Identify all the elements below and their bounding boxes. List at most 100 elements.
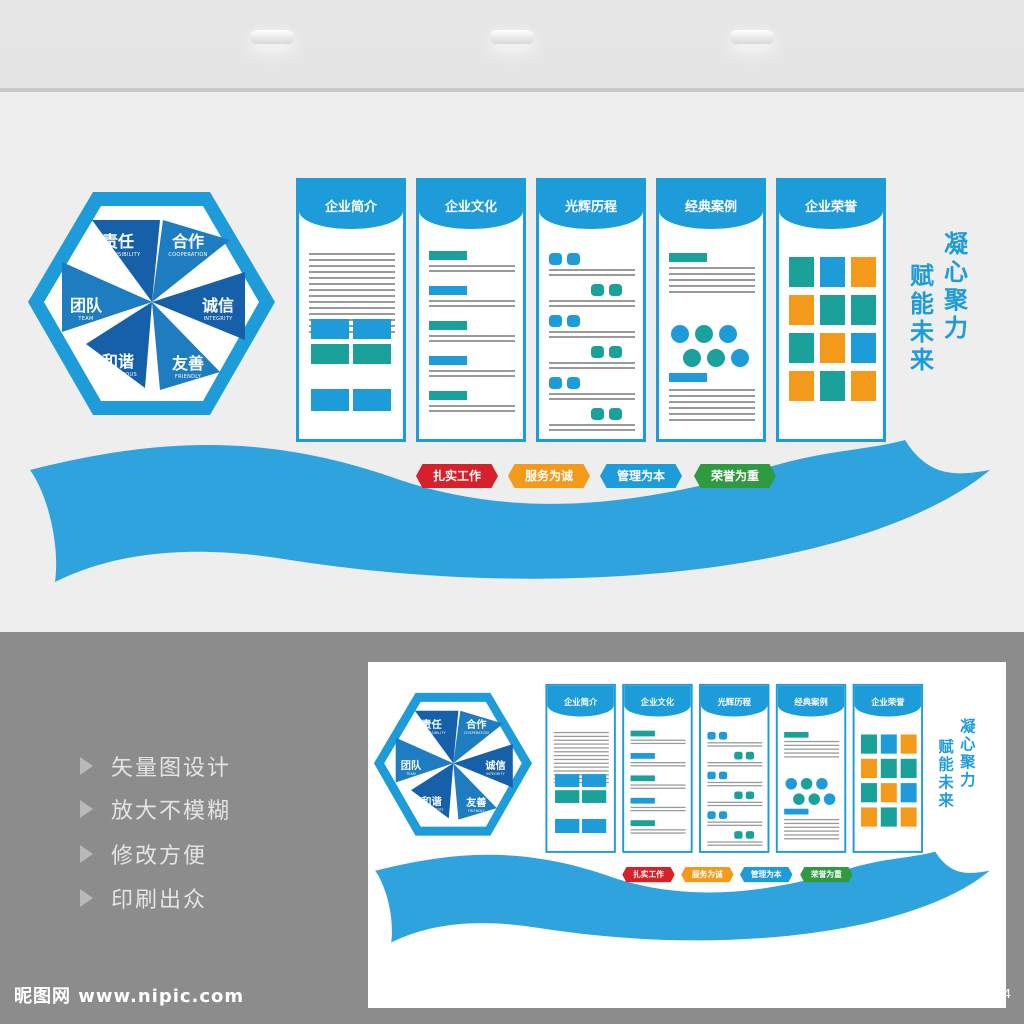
panel-title: 企业简介: [324, 200, 377, 215]
text-line: [553, 743, 609, 745]
text-line: [549, 269, 635, 271]
hex-dot: [549, 253, 562, 265]
value-tag: 扎实工作: [622, 866, 675, 883]
honor-tile: [900, 758, 917, 778]
text-line: [429, 375, 515, 377]
panel-title: 企业简介: [563, 698, 598, 708]
text-line: [707, 821, 763, 823]
highlight-bar: [669, 253, 707, 262]
text-line: [553, 781, 609, 783]
panel-header: 企业简介: [299, 181, 403, 229]
info-panel: 经典案例: [656, 178, 766, 442]
panel-header: 企业文化: [624, 685, 691, 717]
feature-label: 矢量图设计: [111, 756, 232, 781]
text-line: [549, 336, 635, 338]
highlight-bar: [630, 730, 655, 737]
case-circle: [695, 325, 713, 343]
value-cn: 合作: [171, 232, 204, 251]
hex-dot: [591, 346, 604, 358]
text-line: [784, 822, 840, 824]
value-tag: 服务为诚: [508, 464, 590, 488]
feature-item: 放大不模糊: [80, 791, 231, 827]
honor-tile: [820, 295, 845, 325]
hex-petal: [453, 763, 497, 820]
text-line: [429, 405, 515, 407]
play-triangle-icon: [80, 845, 93, 863]
honor-tile: [820, 333, 845, 363]
honor-tile: [860, 783, 877, 803]
text-line: [630, 742, 686, 744]
text-line: [707, 785, 763, 786]
value-cn: 团队: [69, 296, 102, 315]
honor-tile: [851, 333, 876, 363]
text-line: [309, 319, 395, 321]
text-line: [707, 762, 763, 763]
text-line: [669, 407, 755, 409]
panel-title: 经典案例: [794, 698, 828, 708]
hex-petal: [411, 763, 454, 819]
text-line: [429, 410, 515, 412]
hex-dot: [609, 408, 622, 420]
text-line: [784, 838, 840, 840]
panel-title: 企业荣誉: [871, 698, 905, 708]
highlight-bar: [784, 808, 809, 815]
play-triangle-icon: [80, 757, 93, 775]
text-line: [309, 277, 395, 279]
text-line: [553, 747, 609, 749]
case-circle: [671, 325, 689, 343]
text-line: [630, 832, 686, 834]
hex-dot: [745, 831, 755, 839]
case-circle: [683, 349, 701, 367]
value-cn: 合作: [466, 718, 487, 731]
text-line: [309, 259, 395, 261]
info-panel: 企业文化: [416, 178, 526, 442]
panel-title: 光辉历程: [564, 200, 617, 215]
panel-title: 企业文化: [640, 698, 675, 708]
value-tag: 管理为本: [740, 866, 793, 883]
text-line: [707, 824, 763, 826]
slogan-line-1: 凝心聚力: [960, 717, 976, 789]
text-line: [553, 762, 609, 764]
hex-petal: [152, 220, 230, 302]
text-line: [549, 362, 635, 364]
case-circle: [707, 349, 725, 367]
text-line: [309, 307, 395, 309]
text-line: [553, 774, 609, 776]
photo-block: [353, 389, 391, 411]
hex-dot: [567, 377, 580, 389]
text-line: [784, 834, 840, 836]
hex-dot: [567, 253, 580, 265]
site-watermark: 昵图网 www.nipic.com: [14, 986, 245, 1007]
text-line: [669, 413, 755, 415]
slogan-line-2: 赋能未来: [910, 262, 934, 374]
info-panel: 光辉历程: [699, 683, 770, 853]
text-line: [309, 301, 395, 303]
highlight-bar: [630, 775, 655, 782]
panel-header: 光辉历程: [700, 685, 768, 717]
honor-tile: [820, 371, 845, 401]
photo-block: [311, 319, 349, 339]
value-en: COOPERATION: [463, 731, 489, 736]
text-line: [707, 742, 763, 744]
info-panel: 经典案例: [775, 683, 847, 853]
photo-block: [555, 790, 580, 803]
hex-dot: [549, 377, 562, 389]
value-en: TEAM: [78, 316, 94, 322]
panel-header: 企业文化: [419, 181, 523, 229]
panel-header: 企业荣誉: [854, 685, 922, 717]
highlight-bar: [429, 286, 467, 295]
value-en: FRIENDLY: [174, 374, 202, 380]
feature-label: 修改方便: [111, 844, 208, 869]
honor-tile: [860, 758, 877, 778]
text-line: [549, 429, 635, 431]
panel-title: 经典案例: [684, 200, 737, 215]
value-tag: 服务为诚: [681, 866, 734, 883]
